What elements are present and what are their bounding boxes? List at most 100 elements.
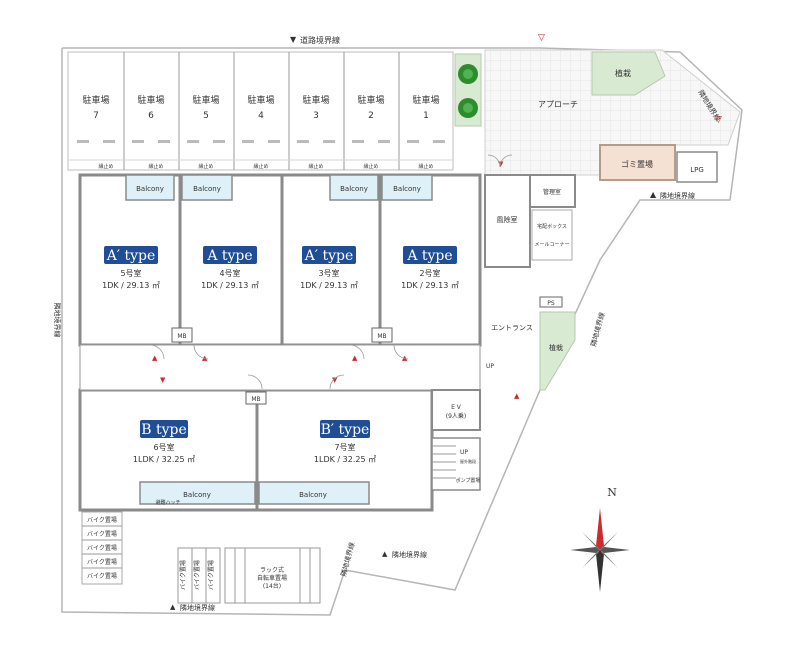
- bike-parking: [81, 511, 123, 585]
- adjacent-boundary-label-left: 隣地境界線: [53, 303, 62, 338]
- unit-room-number: 4号室: [219, 268, 240, 278]
- unit-2: A type 2号室 1DK / 29.13 ㎡: [401, 246, 459, 290]
- bike-label: バイク置場: [87, 572, 117, 580]
- parking-label: 駐車場: [82, 94, 109, 106]
- stop-label: 縁止め: [98, 163, 113, 170]
- bike-label: バイク置場: [193, 560, 201, 590]
- unit-room-number: 6号室: [153, 442, 174, 452]
- unit-size: 1LDK / 32.25 ㎡: [314, 455, 376, 464]
- up-label: UP: [460, 449, 468, 456]
- planting-area-right: [539, 311, 576, 391]
- adjacent-boundary-label-right-top: 隣地境界線: [660, 191, 695, 200]
- manager-room: [529, 174, 576, 208]
- mb-label: MB: [377, 333, 386, 340]
- bike-label: バイク置場: [87, 558, 117, 566]
- parking-number: 3: [313, 111, 319, 121]
- svg-text:▼: ▼: [160, 376, 166, 384]
- parking-label: 駐車場: [412, 94, 439, 106]
- unit-3: A′ type 3号室 1DK / 29.13 ㎡: [300, 246, 358, 290]
- compass-icon: [570, 508, 630, 592]
- planting-label: 植栽: [549, 343, 563, 352]
- unit-4: A type 4号室 1DK / 29.13 ㎡: [201, 246, 259, 290]
- unit-size: 1DK / 29.13 ㎡: [401, 281, 459, 290]
- balcony-label: Balcony: [183, 491, 211, 499]
- unit-size: 1DK / 29.13 ㎡: [201, 281, 259, 290]
- parking-label: 駐車場: [357, 94, 384, 106]
- adjacent-boundary-arrow: ▲: [382, 550, 388, 558]
- pump-room-label: ポンプ置場: [456, 477, 481, 484]
- parking-label: 駐車場: [137, 94, 164, 106]
- stop-label: 縁止め: [253, 163, 268, 170]
- ev-label: E V: [451, 404, 462, 411]
- elevator: [431, 389, 481, 431]
- parking-number: 7: [93, 111, 99, 121]
- bike-label: バイク置場: [87, 530, 117, 538]
- parking-label: 駐車場: [302, 94, 329, 106]
- unit-7: B′ type 7号室 1LDK / 32.25 ㎡: [314, 420, 376, 464]
- stop-label: 縁止め: [148, 163, 163, 170]
- boundary-marker-icon: ▽: [538, 33, 545, 43]
- outdoor-stairs-label: 屋外階段: [460, 458, 476, 464]
- bicycle-rack-label: ラック式: [260, 566, 284, 574]
- parking-number: 6: [148, 111, 154, 121]
- balcony-bottom-right: [258, 481, 370, 505]
- unit-5: A′ type 5号室 1DK / 29.13 ㎡: [102, 246, 160, 290]
- unit-size: 1LDK / 32.25 ㎡: [133, 455, 195, 464]
- manager-room-label: 管理室: [543, 188, 561, 196]
- svg-text:▼: ▼: [332, 376, 338, 384]
- adjacent-boundary-label-bottom-right: 隣地境界線: [392, 550, 427, 559]
- parking-label: 駐車場: [192, 94, 219, 106]
- planting-area-top: [591, 51, 666, 96]
- tree-planting: [454, 53, 482, 127]
- stop-label: 縁止め: [308, 163, 323, 170]
- door-swings: [149, 154, 513, 390]
- parking-number: 1: [423, 111, 429, 121]
- bike-label: バイク置場: [87, 516, 117, 524]
- road-boundary-label: 道路境界線: [300, 35, 340, 45]
- balconies-top: [125, 174, 433, 201]
- bicycle-parking-label: 自転車置場: [257, 574, 287, 582]
- balcony-label: Balcony: [299, 491, 327, 499]
- unit-type-badge: A′ type: [106, 248, 156, 264]
- north-label: N: [607, 486, 617, 499]
- parking-label: 駐車場: [247, 94, 274, 106]
- unit-type-badge: B′ type: [321, 422, 370, 438]
- svg-text:▲: ▲: [152, 354, 158, 362]
- up-label: UP: [486, 363, 494, 370]
- unit-size: 1DK / 29.13 ㎡: [300, 281, 358, 290]
- balcony-label: Balcony: [393, 185, 421, 193]
- wind-room-label: 風除室: [497, 215, 518, 224]
- unit-room-number: 7号室: [334, 442, 355, 452]
- svg-text:▲: ▲: [202, 354, 208, 362]
- bicycle-count: (14台): [263, 582, 281, 590]
- stop-label: 縁止め: [198, 163, 213, 170]
- planting-label: 植栽: [615, 68, 631, 78]
- adjacent-boundary-label-bottom: 隣地境界線: [180, 603, 215, 612]
- balcony-bottom-left: [139, 481, 256, 505]
- garbage-label: ゴミ置場: [621, 159, 653, 169]
- unit-type-badge: A type: [406, 248, 452, 264]
- parking-number: 5: [203, 111, 209, 121]
- svg-text:▲: ▲: [402, 354, 408, 362]
- svg-text:▼: ▼: [498, 160, 504, 168]
- bike-label: バイク置場: [179, 560, 187, 590]
- garbage-area: [599, 144, 676, 181]
- unit-type-badge: A type: [206, 248, 252, 264]
- delivery-box-label: 宅配ボックス: [537, 223, 567, 230]
- entrance-label: エントランス: [491, 324, 533, 332]
- site-boundary: [61, 47, 743, 616]
- unit-room-number: 2号室: [419, 268, 440, 278]
- unit-type-badge: B type: [141, 422, 187, 438]
- mb-label: MB: [177, 333, 186, 340]
- svg-text:▲: ▲: [352, 354, 358, 362]
- unit-type-badge: A′ type: [304, 248, 354, 264]
- unit-6: B type 6号室 1LDK / 32.25 ㎡: [133, 420, 195, 464]
- parking-area: [67, 51, 454, 171]
- unit-room-number: 3号室: [318, 268, 339, 278]
- mb-label: MB: [251, 396, 260, 403]
- stop-label: 縁止め: [363, 163, 378, 170]
- ps-label: PS: [547, 300, 555, 307]
- approach-label: アプローチ: [538, 100, 578, 109]
- boundary-marker-icon: ▽: [715, 115, 722, 125]
- bike-label: バイク置場: [87, 544, 117, 552]
